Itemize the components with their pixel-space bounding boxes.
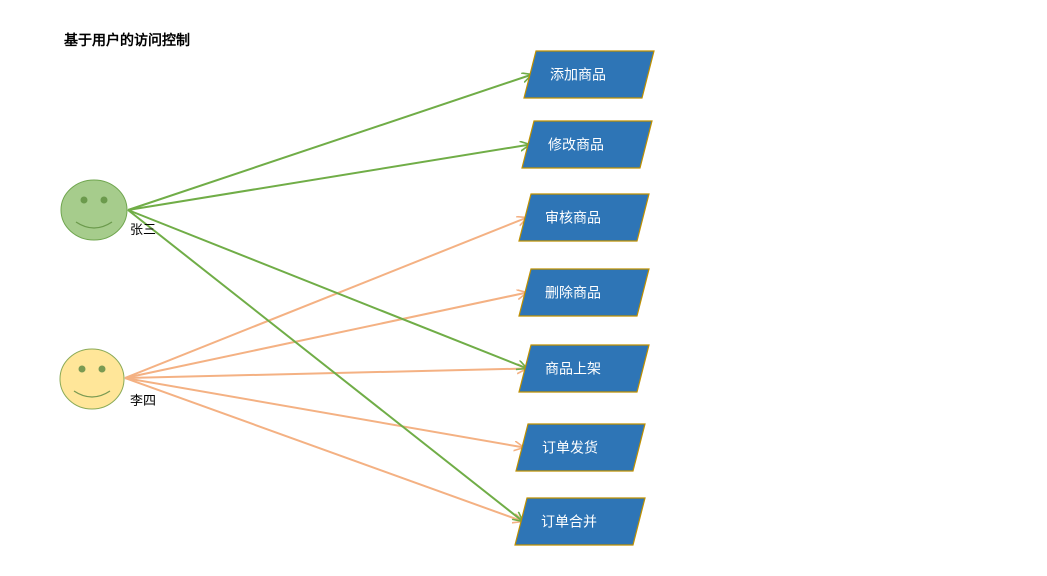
permission-box-p3: 审核商品 (518, 193, 650, 242)
edge-u1-p5 (127, 209, 527, 369)
smiley-eye-icon (98, 365, 106, 373)
permission-box-p7: 订单合并 (514, 497, 646, 546)
permission-label: 修改商品 (548, 138, 604, 154)
edge-u1-p2 (127, 145, 530, 211)
permission-box-p6: 订单发货 (515, 423, 646, 472)
permission-box-shape (523, 50, 655, 99)
permission-label: 添加商品 (550, 68, 606, 84)
permission-box-shape (514, 497, 646, 546)
user-node-u1: 张三 (60, 179, 156, 241)
permission-box-shape (515, 423, 646, 472)
smiley-mouth-icon (75, 221, 113, 229)
permission-box-shape (518, 344, 650, 393)
edge-u2-p6 (124, 377, 524, 448)
smiley-eye-icon (100, 196, 108, 204)
smiley-eye-icon (80, 196, 88, 204)
edge-u1-p7 (127, 209, 523, 522)
permission-box-p1: 添加商品 (523, 50, 655, 99)
edge-u2-p5 (124, 369, 527, 379)
permission-label: 商品上架 (545, 362, 601, 378)
permission-label: 删除商品 (545, 286, 601, 302)
smiley-eye-icon (78, 365, 86, 373)
user-name-label: 张三 (130, 223, 156, 238)
permission-label: 订单合并 (541, 515, 597, 531)
permission-box-shape (518, 268, 650, 317)
user2-edges (124, 218, 527, 522)
smiley-face-icon (60, 179, 128, 241)
user1-edges (127, 75, 532, 522)
permission-box-p2: 修改商品 (521, 120, 653, 169)
edge-u2-p3 (124, 218, 527, 379)
smiley-mouth-icon (73, 390, 111, 398)
edge-u2-p7 (124, 377, 523, 522)
permission-box-p4: 删除商品 (518, 268, 650, 317)
permission-box-shape (521, 120, 653, 169)
smiley-face-icon (59, 348, 125, 410)
diagram-title: 基于用户的访问控制 (64, 33, 190, 49)
edge-u1-p1 (127, 75, 532, 211)
permission-box-p5: 商品上架 (518, 344, 650, 393)
edge-u2-p4 (124, 293, 527, 379)
permission-label: 审核商品 (545, 211, 601, 227)
user-node-u2: 李四 (59, 348, 156, 410)
user-name-label: 李四 (130, 394, 156, 409)
permission-box-shape (518, 193, 650, 242)
permission-label: 订单发货 (542, 440, 598, 457)
